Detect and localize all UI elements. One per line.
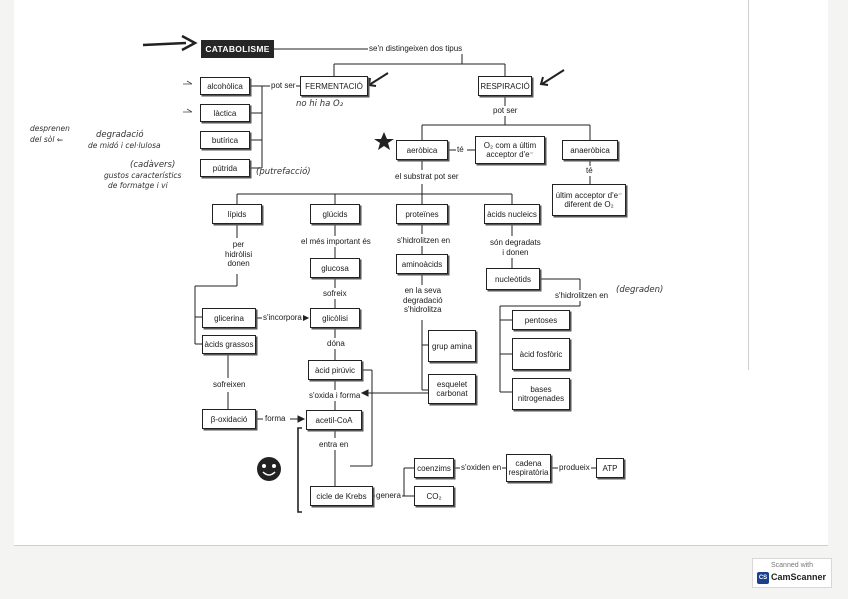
note-degraden: (degraden) [616,285,664,295]
node-lactica: làctica [200,104,250,122]
node-respiracio: RESPIRACIÓ [478,76,532,96]
page-edge-right [748,0,749,370]
node-proteines: proteïnes [396,204,448,224]
label-te-anaer: té [585,166,594,176]
label-substrat: el substrat pot ser [394,172,460,182]
node-beta-oxidacio: β-oxidació [202,409,256,429]
note-del-sol: del sòl ⇐ [30,135,64,144]
node-catabolisme: CATABOLISME [201,40,274,58]
node-bases-nitrogenades: bases nitrogenades [512,378,570,410]
node-anaerobica: anaeròbica [562,140,618,160]
label-shidrolitzen-nuc: s'hidrolitzen en [554,291,610,301]
node-cicle-krebs: cicle de Krebs [310,486,373,506]
label-entra-en: entra en [318,440,350,450]
note-degradacio: degradació [96,130,144,140]
note-desprenen: desprenen [30,124,70,133]
label-distingeixen: se'n distingeixen dos tipus [368,44,464,54]
label-sincorpora: s'incorpora [262,313,303,323]
node-ultim-acceptor: últim acceptor d'e⁻ diferent de O₂ [552,184,626,216]
node-putrida: pútrida [200,159,250,177]
label-mes-important: el més important és [300,237,372,247]
node-lipids: lípids [212,204,262,224]
camscanner-logo-icon: CS [757,572,769,584]
note-no-hi-ha: no hi ha O₂ [296,99,344,109]
label-soxiden-en: s'oxiden en [460,463,503,473]
label-sofreix: sofreix [322,289,348,299]
label-te-aer: té [456,145,465,155]
node-grup-amina: grup amina [428,330,476,362]
label-en-la-seva: en la seva degradació s'hidrolitza [402,286,444,315]
label-sofreixen: sofreixen [212,380,247,390]
node-acids-grassos: àcids grassos [202,335,256,354]
watermark-brand: CamScanner [771,572,827,582]
label-pot-ser-resp: pot ser [492,106,519,116]
node-atp: ATP [596,458,624,478]
node-glucosa: glucosa [310,258,360,278]
node-aminoacids: aminoàcids [396,254,448,274]
label-produeix: produeix [558,463,591,473]
node-acids-nucleics: àcids nucleics [484,204,540,224]
node-acid-piruvic: àcid pirúvic [308,360,362,380]
note-gustos: gustos característics [104,171,182,180]
watermark-line1: Scanned with [770,562,814,569]
note-cadavers: (cadàvers) [130,160,176,170]
node-glucids: glúcids [310,204,360,224]
camscanner-watermark: Scanned with CS CamScanner [752,558,832,588]
smiley-icon [257,457,281,481]
node-coenzims: coenzims [414,458,454,478]
label-soxida: s'oxida i forma [308,391,362,401]
node-fermentacio: FERMENTACIÓ [300,76,368,96]
note-de-mido: de midó i cel·lulosa [88,141,161,150]
node-o2-acceptor: O₂ com a últim acceptor d'e⁻ [475,136,545,164]
node-aerobica: aeròbica [396,140,448,160]
label-son-degradats: són degradats i donen [489,238,542,257]
label-dona: dóna [326,339,346,349]
node-nucleotids: nucleòtids [486,268,540,290]
page-edge-bottom [14,545,828,546]
node-glicerina: glicerina [202,308,256,328]
label-forma: forma [264,414,287,424]
node-acetil-coa: acetil-CoA [306,410,362,430]
note-formatge: de formatge i vi [108,181,168,190]
label-shidrolitzen: s'hidrolitzen en [396,236,452,246]
node-butirica: butírica [200,131,250,149]
node-co2: CO₂ [414,486,454,506]
label-pot-ser-ferm: pot ser [270,81,297,91]
label-genera: genera [375,491,402,501]
node-esquelet-carbonat: esquelet carbonat [428,374,476,404]
note-putrefaccio: (putrefacció) [256,167,311,177]
node-pentoses: pentoses [512,310,570,330]
node-alcoholica: alcohòlica [200,77,250,95]
label-per-hidrolisi: per hidròlisi donen [224,240,254,269]
star-icon [374,132,394,150]
node-acid-fosforic: àcid fosfòric [512,338,570,370]
node-cadena-respiratoria: cadena respiratòria [506,454,551,482]
node-glicolisi: glicòlisi [310,308,360,328]
